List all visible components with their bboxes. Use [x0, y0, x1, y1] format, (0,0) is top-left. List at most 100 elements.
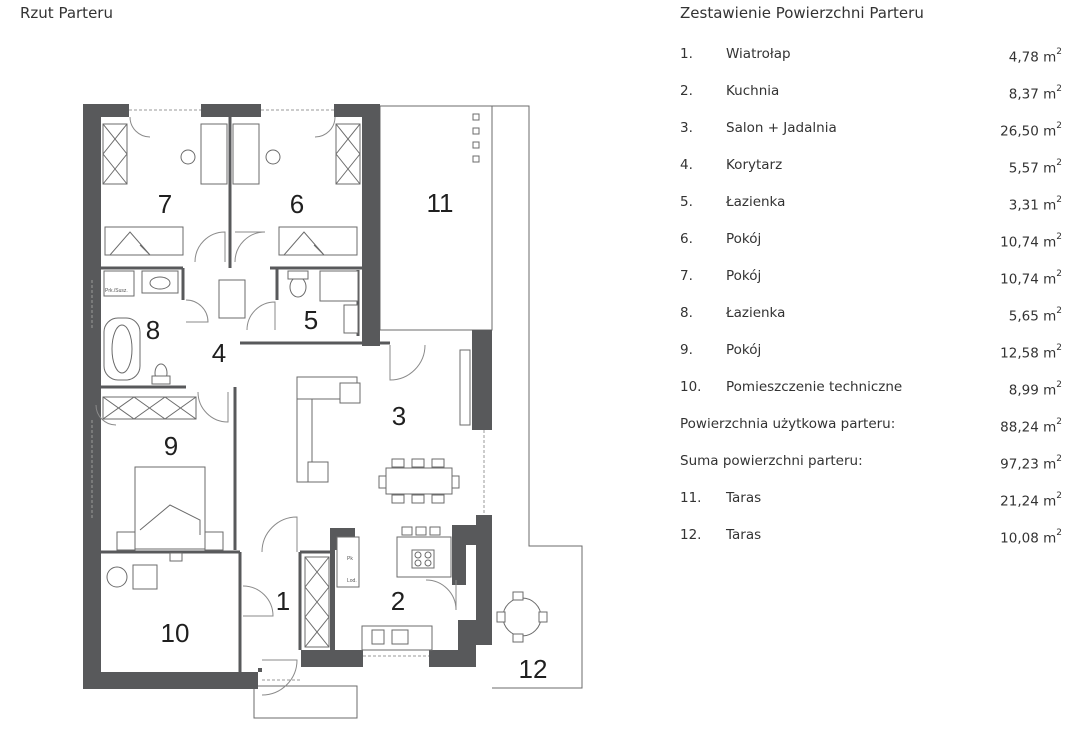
label-oven: Lod. [347, 578, 357, 584]
row-number: 10. [680, 379, 702, 395]
area-unit-exponent: 2 [1056, 84, 1062, 94]
row-number: 11. [680, 490, 702, 506]
area-unit-exponent: 2 [1056, 195, 1062, 205]
area-unit: m [1043, 271, 1057, 288]
kitchen-units [336, 526, 452, 651]
room-label-6: 6 [290, 189, 304, 219]
room-label-7: 7 [158, 189, 172, 219]
room-label-3: 3 [392, 401, 406, 431]
room-label-10: 10 [161, 618, 190, 648]
row-number: 1. [680, 46, 693, 62]
area-unit: m [1043, 160, 1057, 177]
area-unit-exponent: 2 [1056, 121, 1062, 131]
area-value: 3,31 [1008, 197, 1039, 214]
row-name: Pokój [726, 268, 762, 284]
row-area: 10,08 m2 [1000, 517, 1062, 558]
area-unit: m [1043, 197, 1057, 214]
area-unit-exponent: 2 [1056, 454, 1062, 464]
total-row: Powierzchnia użytkowa parteru: 88,24 m2 [680, 406, 1070, 443]
row-name: Korytarz [726, 157, 783, 173]
desks [180, 123, 281, 185]
area-unit: m [1043, 86, 1057, 103]
row-name: Taras [726, 527, 762, 543]
area-unit-exponent: 2 [1056, 158, 1062, 168]
area-unit-exponent: 2 [1056, 47, 1062, 57]
terrace-12 [492, 105, 583, 689]
row-area: 97,23 m2 [1000, 443, 1062, 484]
area-unit-exponent: 2 [1056, 491, 1062, 501]
row-label: Suma powierzchni parteru: [680, 453, 863, 469]
room-label-9: 9 [164, 431, 178, 461]
technical-room-items [106, 552, 183, 590]
room-row: 1. Wiatrołap 4,78 m2 [680, 36, 1070, 73]
room-label-1: 1 [276, 586, 290, 616]
area-value: 4,78 [1008, 49, 1039, 66]
row-name: Łazienka [726, 305, 786, 321]
area-value: 10,74 [1000, 271, 1039, 288]
room-label-12: 12 [519, 654, 548, 684]
row-area: 8,99 m2 [1009, 369, 1062, 410]
windows [91, 109, 485, 681]
room-label-4: 4 [212, 338, 226, 368]
area-value: 8,37 [1008, 86, 1039, 103]
terrace-11 [379, 105, 493, 331]
area-value: 97,23 [1000, 456, 1039, 473]
area-unit-exponent: 2 [1056, 417, 1062, 427]
row-area: 3,31 m2 [1009, 184, 1062, 225]
area-value: 26,50 [1000, 123, 1039, 140]
row-area: 5,65 m2 [1009, 295, 1062, 336]
row-label: Powierzchnia użytkowa parteru: [680, 416, 896, 432]
label-fridge: Pk [347, 556, 353, 562]
area-unit: m [1043, 234, 1057, 251]
wardrobes [102, 123, 361, 648]
row-area: 8,37 m2 [1009, 73, 1062, 114]
terrace-table [496, 591, 548, 643]
area-unit-exponent: 2 [1056, 269, 1062, 279]
row-name: Pokój [726, 231, 762, 247]
row-number: 3. [680, 120, 693, 136]
row-area: 5,57 m2 [1009, 147, 1062, 188]
area-value: 88,24 [1000, 419, 1039, 436]
row-number: 9. [680, 342, 693, 358]
area-unit: m [1043, 419, 1057, 436]
row-number: 7. [680, 268, 693, 284]
area-value: 8,99 [1008, 382, 1039, 399]
row-area: 21,24 m2 [1000, 480, 1062, 521]
area-unit: m [1043, 456, 1057, 473]
room-label-2: 2 [391, 586, 405, 616]
room-label-8: 8 [146, 315, 160, 345]
row-name: Wiatrołap [726, 46, 791, 62]
area-unit-exponent: 2 [1056, 380, 1062, 390]
area-unit-exponent: 2 [1056, 306, 1062, 316]
area-unit: m [1043, 493, 1057, 510]
row-name: Salon + Jadalnia [726, 120, 837, 136]
terrace-posts [472, 113, 480, 163]
row-number: 5. [680, 194, 693, 210]
area-unit-exponent: 2 [1056, 528, 1062, 538]
area-unit: m [1043, 308, 1057, 325]
doors [95, 116, 457, 696]
area-value: 5,57 [1008, 160, 1039, 177]
area-unit: m [1043, 49, 1057, 66]
row-name: Taras [726, 490, 762, 506]
plan-title: Rzut Parteru [20, 4, 113, 22]
area-unit-exponent: 2 [1056, 232, 1062, 242]
area-value: 5,65 [1008, 308, 1039, 325]
row-number: 4. [680, 157, 693, 173]
entrance-step [253, 685, 358, 719]
area-table-title: Zestawienie Powierzchni Parteru [680, 4, 924, 22]
row-area: 26,50 m2 [1000, 110, 1062, 151]
floor-plan: 1 2 3 4 5 6 7 8 9 10 11 12 Prk./Susz. Pk… [83, 104, 583, 719]
room-row: 7. Pokój 10,74 m2 [680, 258, 1070, 295]
row-name: Kuchnia [726, 83, 780, 99]
area-unit-exponent: 2 [1056, 343, 1062, 353]
